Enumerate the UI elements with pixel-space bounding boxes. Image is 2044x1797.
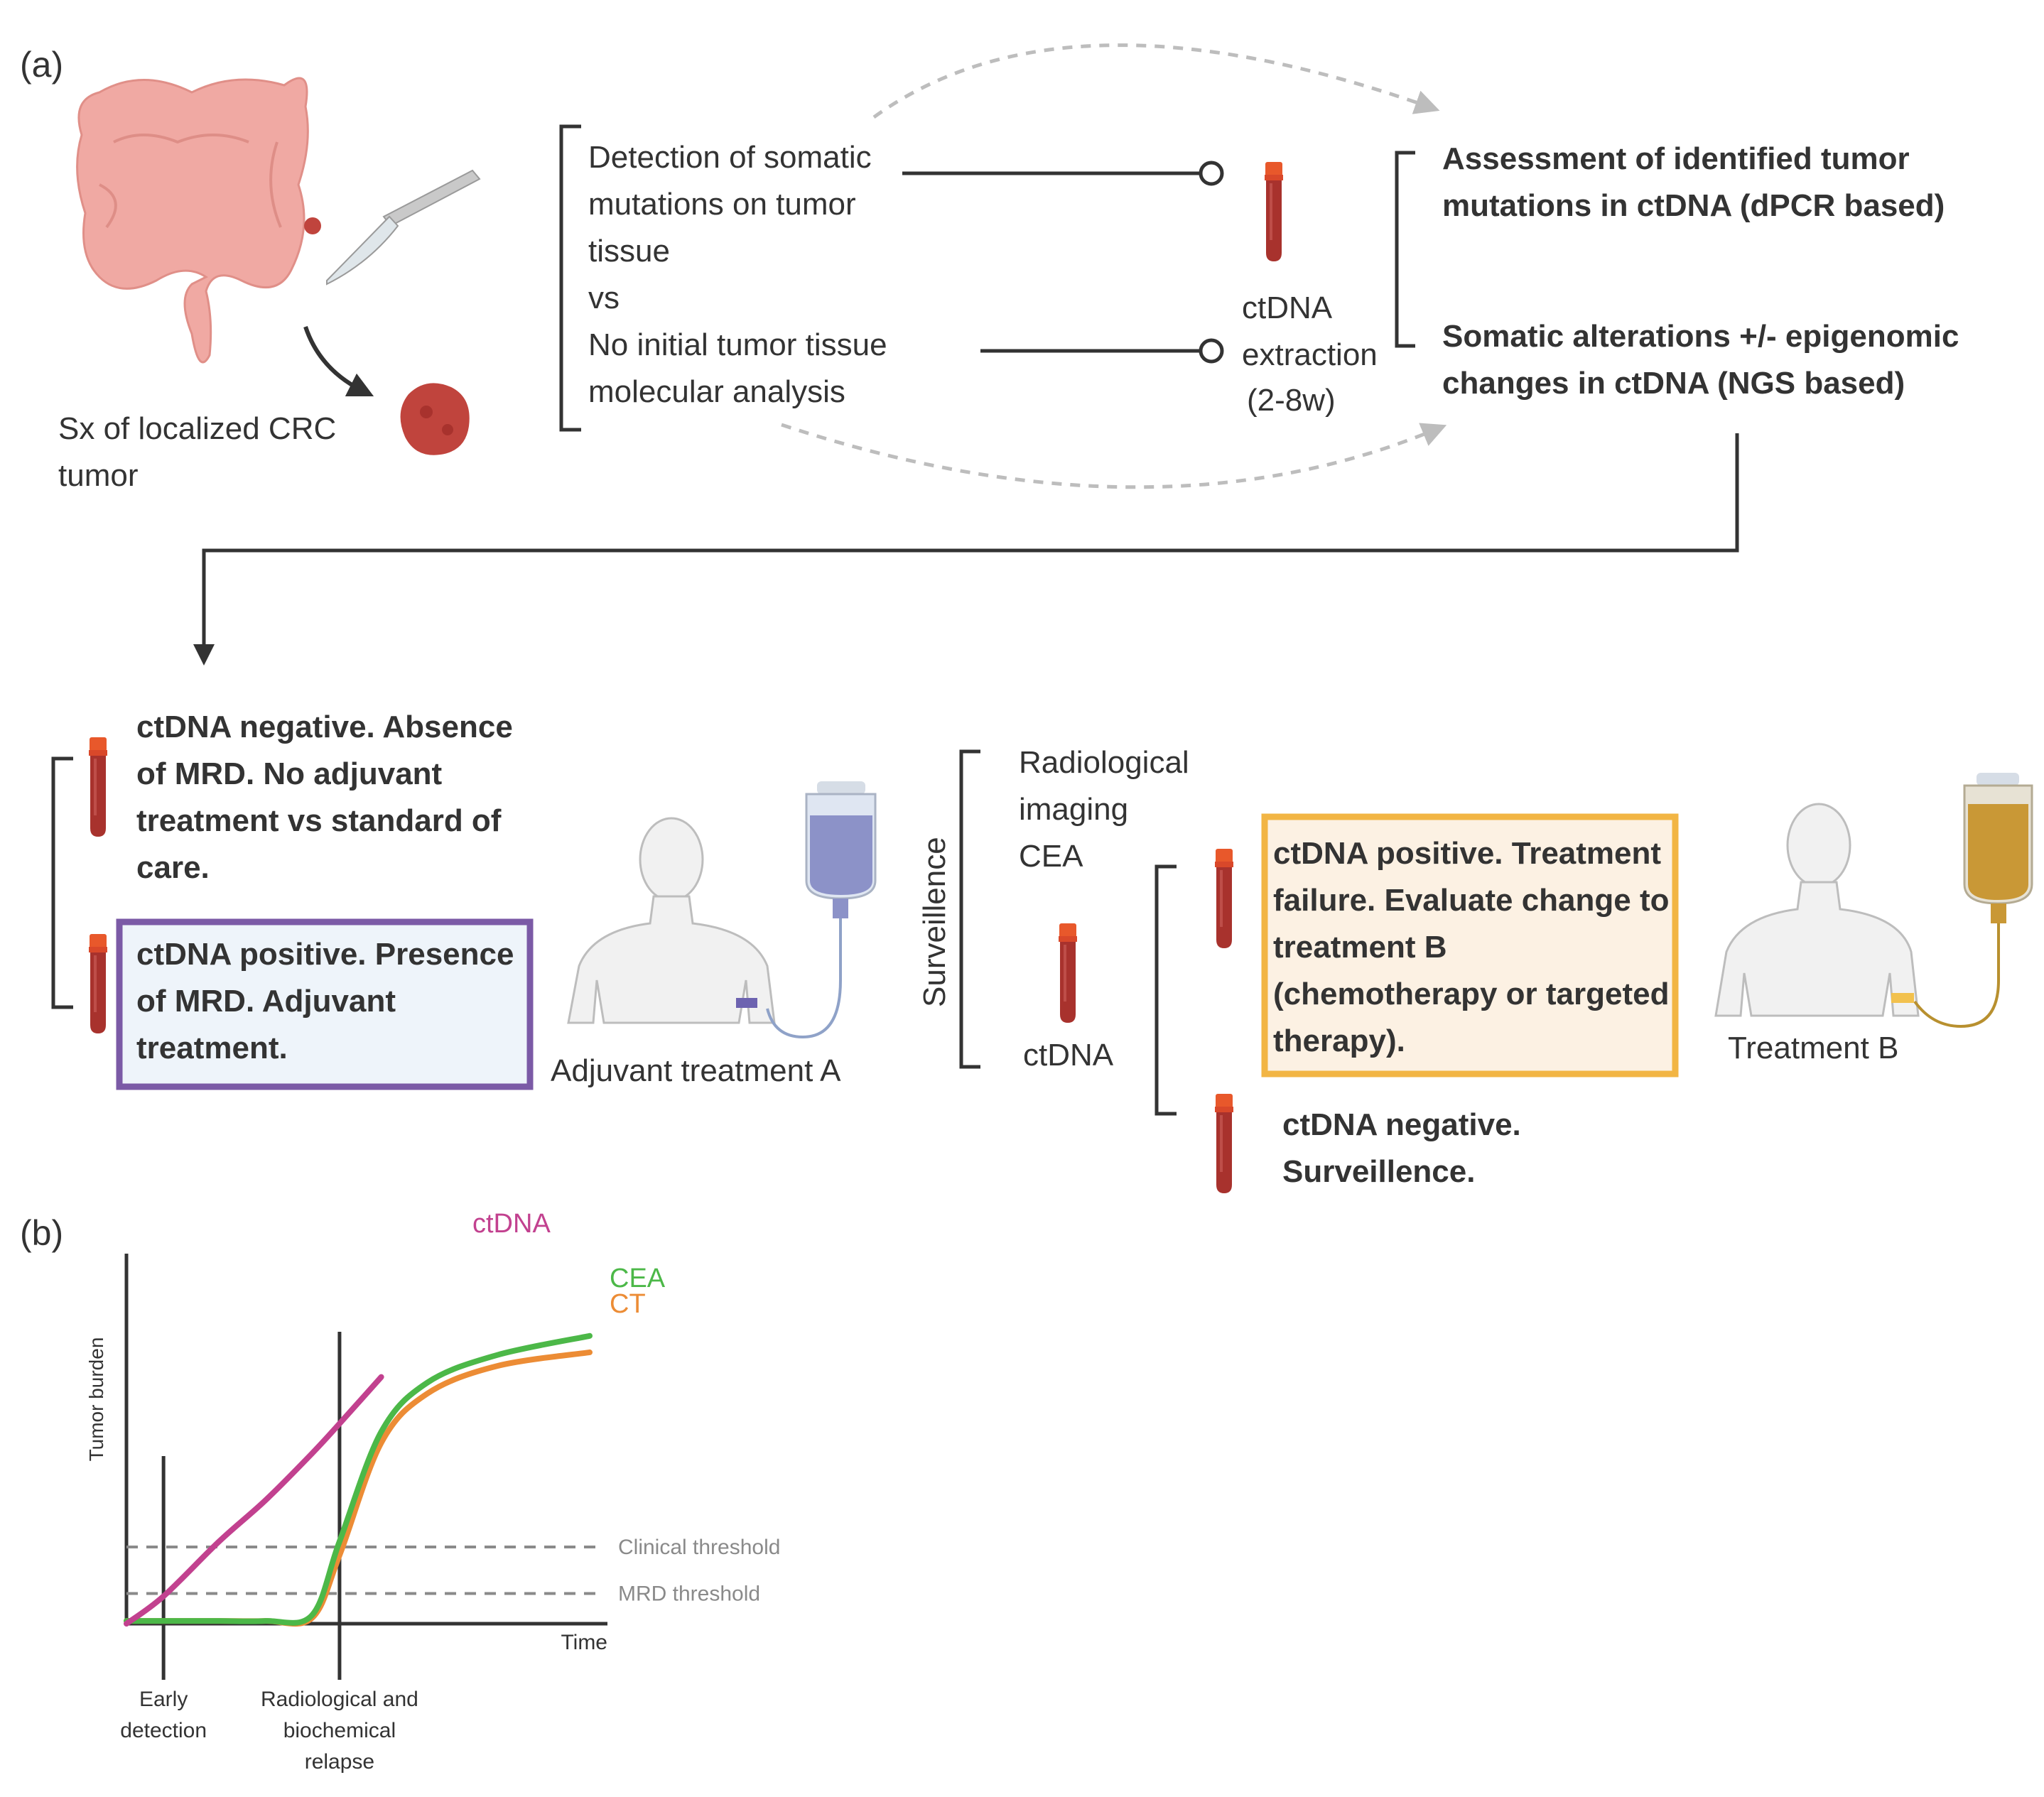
- surveillance-ctdna-label: ctDNA: [1023, 1038, 1114, 1073]
- extraction-blood-tube-icon: [1265, 162, 1283, 261]
- tissue-to-extraction-connector: [902, 161, 1224, 186]
- patient-illustration-a: [567, 817, 776, 1024]
- panel-b-label: (b): [20, 1213, 63, 1253]
- scalpel-icon: [326, 169, 481, 286]
- followup-negative-tube-icon: [1215, 1094, 1233, 1193]
- surgery-caption: Sx of localized CRC tumor: [58, 411, 345, 493]
- ctdna-positive-followup-box: [1261, 813, 1679, 1077]
- series-label-ctdna: ctDNA: [472, 1209, 551, 1239]
- surveillance-blood-tube-icon: [1059, 923, 1077, 1023]
- marker-label-1-2: relapse: [305, 1750, 374, 1774]
- followup-results-bracket: [1155, 864, 1177, 1116]
- dashed-arrow-top: [872, 43, 1440, 119]
- series-label-cea: CEA: [610, 1264, 666, 1293]
- initial-results-bracket: [51, 756, 73, 1009]
- surveillance-items: Radiological imaging CEA: [1019, 745, 1198, 874]
- negative-blood-tube-icon: [89, 737, 107, 837]
- flow-connector: [193, 433, 1739, 666]
- marker-label-0-1: detection: [120, 1719, 207, 1742]
- tumor-spot-icon: [304, 217, 321, 234]
- iv-bag-a-icon: [736, 781, 877, 1039]
- threshold-label-1: MRD threshold: [618, 1582, 760, 1606]
- assessment-bracket: [1395, 151, 1415, 348]
- ctdna-negative-initial: ctDNA negative. Absence of MRD. No adjuv…: [136, 710, 521, 885]
- panel-a-label: (a): [20, 45, 63, 85]
- ctdna-positive-followup: ctDNA positive. Treatment failure. Evalu…: [1273, 836, 1678, 1058]
- ctdna-positive-initial-box: [116, 918, 534, 1090]
- x-axis-label: Time: [561, 1631, 607, 1654]
- resected-tumor-icon: [400, 383, 470, 455]
- marker-label-1-0: Radiological and: [261, 1688, 418, 1711]
- dashed-arrow-bottom: [781, 423, 1447, 489]
- series-line-cea: [124, 1332, 593, 1626]
- series-label-ct: CT: [610, 1289, 646, 1319]
- surveillance-label: Surveillence: [917, 837, 952, 1007]
- tumor-burden-chart: Tumor burden Time Clinical thresholdMRD …: [85, 1209, 780, 1774]
- analysis-bracket: [559, 124, 581, 432]
- series-line-ctdna: [124, 1374, 384, 1627]
- y-axis-label: Tumor burden: [85, 1337, 107, 1462]
- ctdna-extraction-label: ctDNA extraction (2-8w): [1242, 291, 1386, 418]
- iv-bag-b-icon: [1891, 773, 2033, 1028]
- ctdna-negative-followup: ctDNA negative. Surveillence.: [1282, 1107, 1530, 1189]
- adjuvant-treatment-caption: Adjuvant treatment A: [551, 1053, 841, 1088]
- positive-blood-tube-icon: [89, 934, 107, 1033]
- assessment-dpcr: Assessment of identified tumor mutations…: [1442, 141, 1945, 223]
- no-tissue-to-extraction-connector: [980, 338, 1224, 364]
- resection-arrow: [303, 326, 374, 397]
- assessment-ngs: Somatic alterations +/- epigenomic chang…: [1442, 319, 1968, 401]
- marker-label-1-1: biochemical: [283, 1719, 396, 1742]
- ctdna-positive-initial: ctDNA positive. Presence of MRD. Adjuvan…: [136, 937, 523, 1065]
- threshold-label-0: Clinical threshold: [618, 1536, 780, 1559]
- followup-positive-tube-icon: [1215, 849, 1233, 948]
- surveillance-bracket: [959, 749, 980, 1069]
- analysis-options: Detection of somatic mutations on tumor …: [588, 140, 896, 409]
- colon-illustration: [76, 77, 321, 364]
- marker-label-0-0: Early: [139, 1688, 188, 1711]
- treatment-b-caption: Treatment B: [1728, 1031, 1898, 1065]
- patient-illustration-b: [1714, 803, 1920, 1017]
